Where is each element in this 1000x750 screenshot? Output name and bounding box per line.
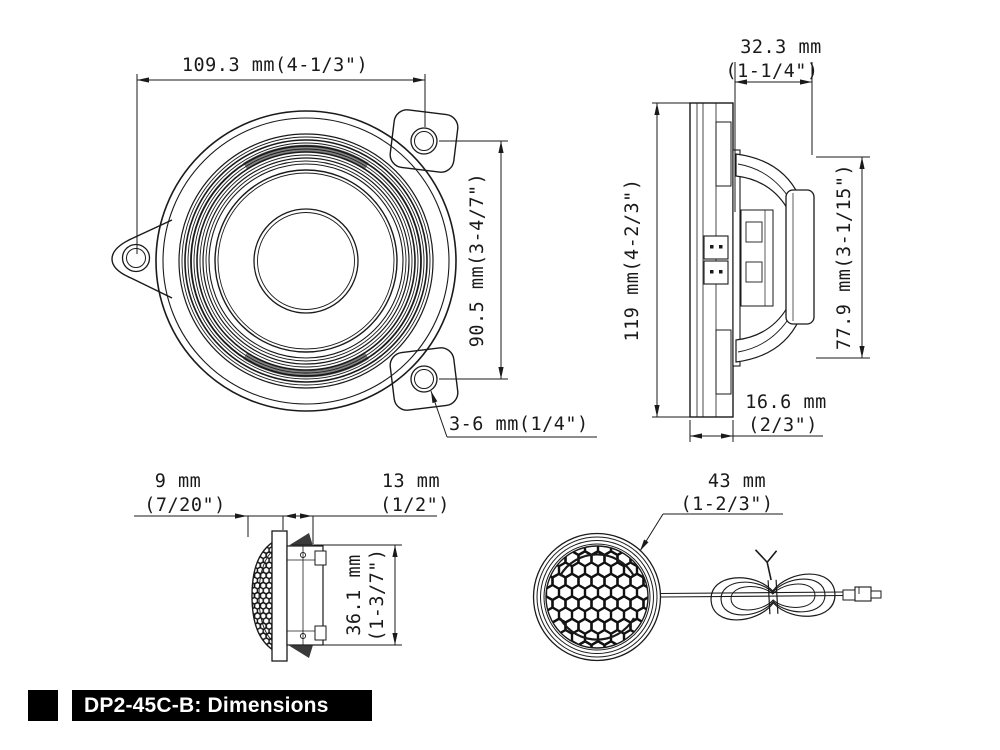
dim-woofer-bracket-thickness [689,420,823,442]
label-tweeter-diameter-mm: 43 mm [708,471,766,492]
wire-bundle [710,549,836,621]
label-woofer-depth-mm: 32.3 mm [740,37,821,58]
footer-marker-square [28,690,58,721]
dim-woofer-height [439,140,508,380]
tweeter-grille [532,532,662,662]
dim-tweeter-depths [134,513,437,544]
dim-tweeter-diameter-leader [639,513,783,552]
label-tweeter-protrusion-mm: 9 mm [155,471,202,492]
label-woofer-bracket-in: (2/3") [748,415,818,436]
woofer-front-view [111,74,597,438]
label-tweeter-protrusion-in: (7/20") [144,495,225,516]
label-tweeter-diameter-in: (1-2/3") [680,494,773,515]
wire-connector [842,586,882,602]
label-woofer-total-height: 119 mm(4-2/3") [622,179,643,342]
label-woofer-bracket-mm: 16.6 mm [745,392,826,413]
dimension-labels: 109.3 mm(4-1/3") 90.5 mm(3-4/7") 3-6 mm(… [144,37,855,642]
woofer-speaker-body [703,149,815,367]
dim-woofer-width [136,74,426,254]
footer-title-bar: DP2-45C-B: Dimensions [72,690,372,721]
dim-woofer-mount-hole-leader [430,390,597,438]
label-tweeter-depth-mm: 13 mm [382,471,440,492]
label-woofer-width: 109.3 mm(4-1/3") [182,55,368,76]
woofer-mount-holes [121,127,438,393]
tweeter-front-view [532,513,882,662]
tweeter-wire [660,549,882,621]
label-woofer-height: 90.5 mm(3-4/7") [467,173,488,348]
label-tweeter-depth-in: (1/2") [380,495,450,516]
woofer-cone-rings [155,110,457,412]
label-tweeter-height-in: (1-3/7") [367,548,388,641]
woofer-bracket [689,102,734,418]
dim-woofer-depth [734,62,813,212]
label-woofer-depth-in: (1-1/4") [725,61,818,82]
tweeter-side-body [251,530,327,662]
label-woofer-body-height: 77.9 mm(3-1/15") [834,164,855,350]
dim-woofer-body-height [816,156,870,359]
woofer-side-view [652,62,870,442]
label-woofer-mount-hole: 3-6 mm(1/4") [449,414,589,435]
dim-tweeter-height [292,544,402,646]
page-title: DP2-45C-B: Dimensions [84,693,329,717]
tweeter-side-view [134,513,437,662]
label-tweeter-height-mm: 36.1 mm [344,554,365,635]
dim-woofer-total-height [652,102,690,418]
